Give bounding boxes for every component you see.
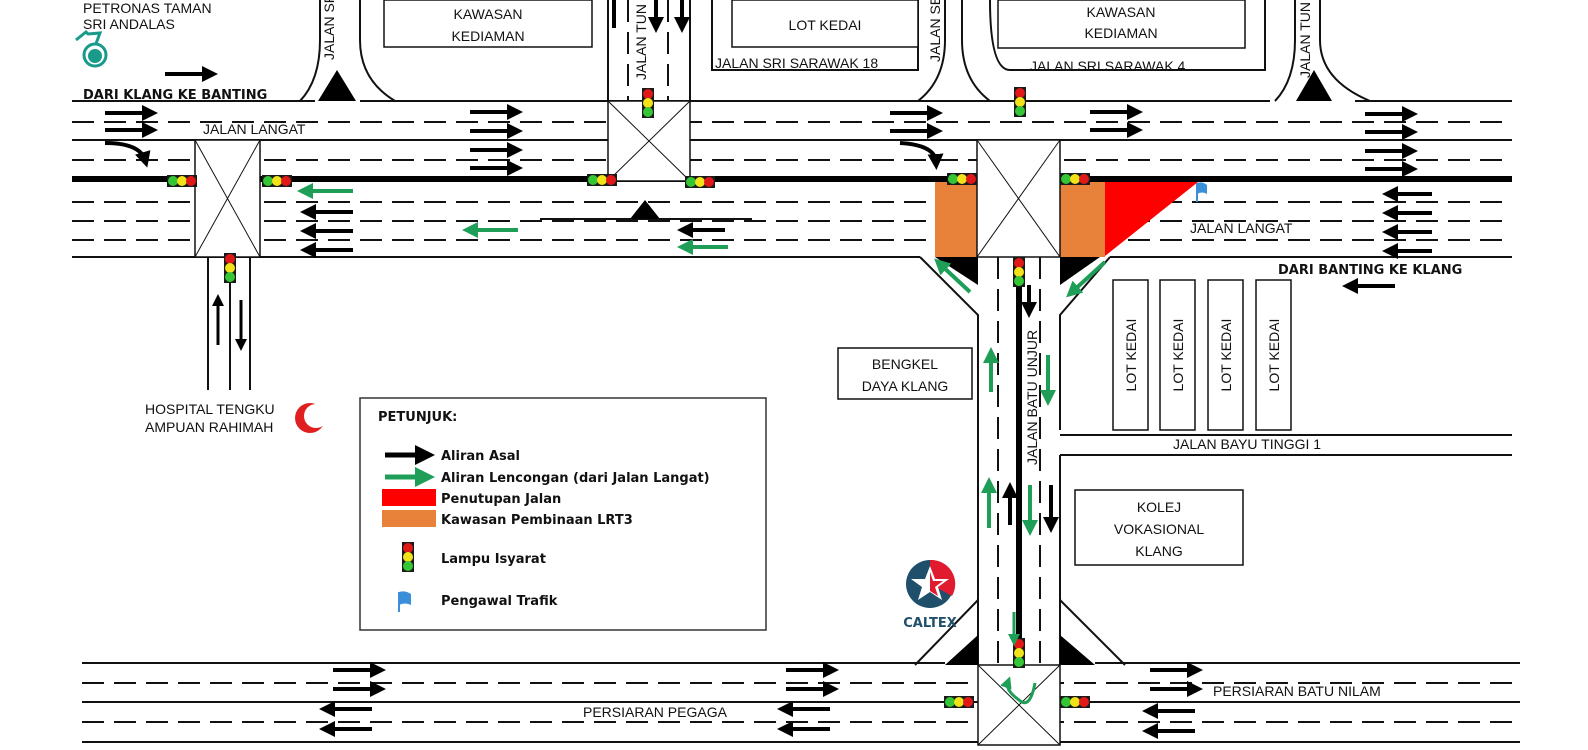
road-label: JALAN LANGAT	[1190, 220, 1293, 236]
road-label: PERSIARAN PEGAGA	[583, 704, 728, 720]
legend-item-label: Lampu Isyarat	[441, 552, 546, 567]
traffic-light-icon	[402, 542, 414, 572]
caltex-logo-icon	[906, 559, 956, 608]
hospital-label: HOSPITAL TENGKU	[145, 401, 275, 417]
petronas-label: SRI ANDALAS	[83, 16, 175, 32]
road-label: JALAN BAYU TINGGI 1	[1173, 436, 1321, 452]
traffic-light-icon	[947, 173, 977, 185]
direction-label: DARI BANTING KE KLANG	[1278, 263, 1462, 278]
traffic-light-icon	[1060, 173, 1090, 185]
jalan-batu-unjur-road	[914, 256, 1512, 666]
building-label: LOT KEDAI	[1170, 319, 1186, 392]
hospital-label: AMPUAN RAHIMAH	[145, 419, 273, 435]
petronas-logo-icon	[75, 29, 108, 68]
red-swatch-icon	[382, 489, 436, 506]
red-crescent-icon	[295, 403, 328, 433]
orange-swatch-icon	[382, 510, 436, 527]
buildings: KAWASAN KEDIAMAN LOT KEDAI KAWASAN KEDIA…	[383, 0, 1292, 566]
building-label: LOT KEDAI	[1266, 319, 1282, 392]
traffic-light-icon	[167, 175, 197, 187]
traffic-light-icon	[587, 174, 617, 186]
building-label: KOLEJ	[1137, 499, 1181, 515]
traffic-light-icon	[1013, 257, 1025, 287]
road-label: JALAN SRI	[321, 0, 337, 60]
flag-icon	[1196, 182, 1207, 202]
landmarks: PETRONAS TAMAN SRI ANDALAS HOSPITAL TENG…	[75, 0, 957, 631]
intersection-boxes	[194, 100, 1061, 746]
building-label: KLANG	[1135, 543, 1182, 559]
legend-item-label: Aliran Lencongan (dari Jalan Langat)	[441, 471, 710, 486]
lrt3-construction-zone	[935, 182, 977, 257]
legend-item-label: Penutupan Jalan	[441, 492, 561, 507]
bengkel-box	[837, 347, 973, 400]
direction-label: DARI KLANG KE BANTING	[83, 88, 267, 103]
caltex-label: CALTEX	[903, 616, 957, 631]
u-turn-arrow	[1000, 676, 1037, 705]
yield-triangle-icon	[630, 200, 660, 219]
road-label: JALAN SE	[927, 0, 943, 62]
road-closure-zone	[1105, 182, 1198, 256]
yield-triangle-icon	[1296, 70, 1332, 101]
building-label: BENGKEL	[872, 356, 938, 372]
road-label: PERSIARAN BATU NILAM	[1213, 683, 1381, 699]
building-label: KAWASAN	[1087, 4, 1156, 20]
kolej-box	[1074, 489, 1244, 566]
legend-title: PETUNJUK:	[378, 410, 457, 425]
building-label: KAWASAN	[454, 6, 523, 22]
legend-item-label: Aliran Asal	[441, 449, 520, 464]
traffic-light-icon	[262, 175, 292, 187]
traffic-light-icon	[642, 88, 654, 118]
traffic-light-icon	[685, 176, 715, 188]
traffic-light-icon	[1014, 87, 1026, 117]
road-label: JALAN LANGAT	[203, 121, 306, 137]
lrt3-construction-zone	[1060, 182, 1105, 257]
building-label: KEDIAMAN	[1084, 25, 1157, 41]
traffic-light-icon	[1013, 638, 1025, 668]
road-labels: JALAN LANGAT JALAN LANGAT JALAN SRI JALA…	[83, 0, 1462, 720]
road-label: JALAN TUN	[1297, 2, 1313, 78]
lot-kedai-box	[731, 0, 919, 48]
road-label: JALAN BATU UNJUR	[1024, 330, 1040, 465]
building-label: LOT KEDAI	[1218, 319, 1234, 392]
road-label: JALAN SRI SARAWAK 18	[715, 55, 878, 71]
traffic-light-icon	[944, 696, 974, 708]
road-to-hospital	[207, 257, 251, 390]
traffic-light-icon	[224, 253, 236, 283]
flag-icon	[398, 591, 411, 612]
building-label: VOKASIONAL	[1114, 521, 1204, 537]
road-label: JALAN SRI SARAWAK 4	[1030, 58, 1186, 74]
petronas-label: PETRONAS TAMAN	[83, 0, 212, 16]
legend: PETUNJUK: Aliran Asal Aliran Lencongan (…	[359, 397, 767, 631]
legend-item-label: Pengawal Trafik	[441, 594, 558, 609]
kawasan-kediaman-box	[997, 0, 1246, 49]
kawasan-kediaman-box	[383, 0, 593, 48]
building-label: KEDIAMAN	[451, 28, 524, 44]
traffic-light-icon	[1060, 696, 1090, 708]
building-label: DAYA KLANG	[862, 378, 949, 394]
building-label: LOT KEDAI	[1123, 319, 1139, 392]
side-roads-top	[299, 0, 1371, 219]
yield-triangle-icon	[318, 70, 356, 101]
legend-item-label: Kawasan Pembinaan LRT3	[441, 513, 633, 528]
road-label: JALAN TUN	[633, 4, 649, 80]
flow-arrows	[104, 0, 1432, 739]
building-label: LOT KEDAI	[789, 17, 862, 33]
